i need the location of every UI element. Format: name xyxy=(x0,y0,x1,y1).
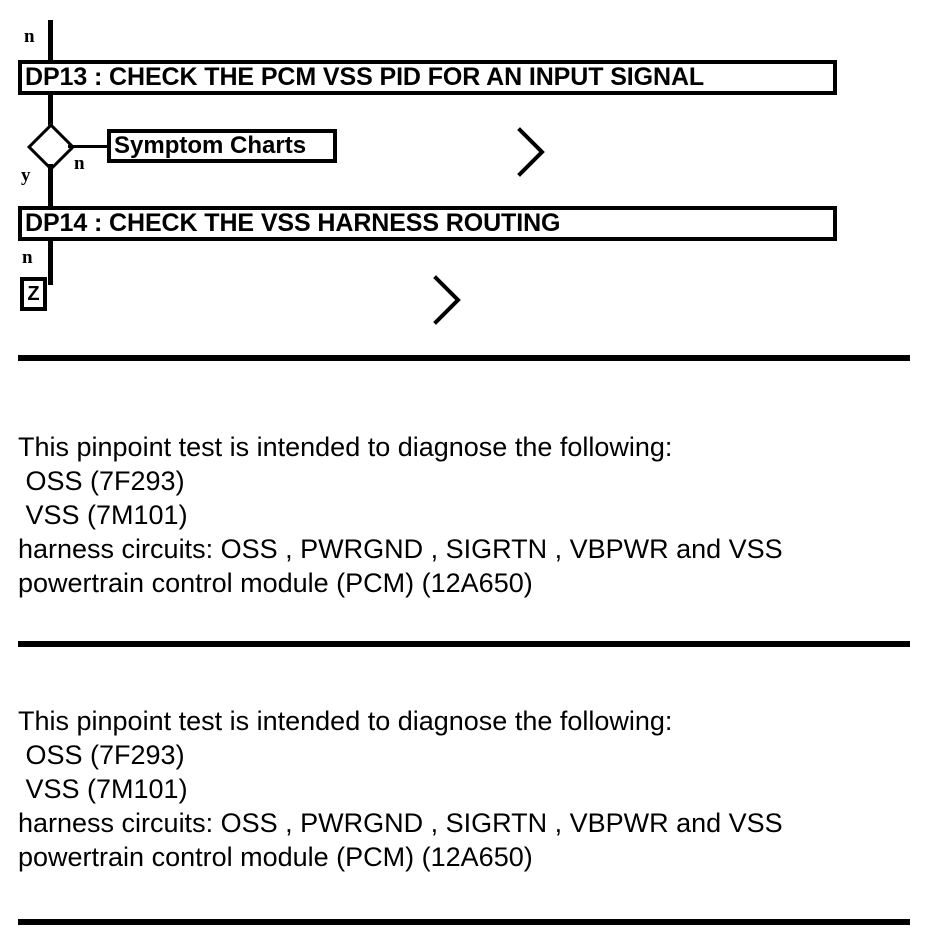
text-line: This pinpoint test is intended to diagno… xyxy=(18,432,673,462)
step-box-dp13-label: DP13 : CHECK THE PCM VSS PID FOR AN INPU… xyxy=(25,63,705,91)
step-box-dp13[interactable]: DP13 : CHECK THE PCM VSS PID FOR AN INPU… xyxy=(18,60,837,95)
dp13-to-decision-line xyxy=(48,95,53,133)
chevron-right-icon-1 xyxy=(512,124,552,180)
flowchart-region: n DP13 : CHECK THE PCM VSS PID FOR AN IN… xyxy=(0,0,928,345)
text-line: OSS (7F293) xyxy=(18,740,185,770)
symptom-charts-box[interactable]: Symptom Charts xyxy=(107,129,337,163)
decision-no-branch-line xyxy=(68,145,109,148)
text-line: VSS (7M101) xyxy=(18,500,188,530)
chevron-right-icon-2 xyxy=(428,272,468,328)
decision-yes-label: y xyxy=(21,165,31,186)
connector-tag-z[interactable]: Z xyxy=(20,277,47,311)
text-line: VSS (7M101) xyxy=(18,774,188,804)
step-box-dp14-label: DP14 : CHECK THE VSS HARNESS ROUTING xyxy=(25,209,561,237)
text-line: powertrain control module (PCM) (12A650) xyxy=(18,842,533,872)
text-line: harness circuits: OSS , PWRGND , SIGRTN … xyxy=(18,808,783,838)
text-line: powertrain control module (PCM) (12A650) xyxy=(18,568,533,598)
text-line: harness circuits: OSS , PWRGND , SIGRTN … xyxy=(18,534,783,564)
step-box-dp14[interactable]: DP14 : CHECK THE VSS HARNESS ROUTING xyxy=(18,206,837,241)
pinpoint-text-block-2: This pinpoint test is intended to diagno… xyxy=(18,704,908,874)
pinpoint-text-block-1: This pinpoint test is intended to diagno… xyxy=(18,430,908,600)
symptom-charts-label: Symptom Charts xyxy=(114,132,307,159)
exit-connector-line xyxy=(48,241,53,285)
divider-rule-3 xyxy=(18,919,910,925)
entry-branch-label: n xyxy=(24,26,35,47)
divider-rule-2 xyxy=(18,641,910,647)
entry-connector-line xyxy=(48,20,53,62)
decision-yes-branch-line xyxy=(48,164,53,206)
text-line: This pinpoint test is intended to diagno… xyxy=(18,706,673,736)
text-line: OSS (7F293) xyxy=(18,466,185,496)
decision-no-label: n xyxy=(74,153,85,174)
exit-branch-label: n xyxy=(22,247,33,268)
divider-rule-1 xyxy=(18,355,910,361)
connector-tag-z-label: Z xyxy=(27,283,40,305)
